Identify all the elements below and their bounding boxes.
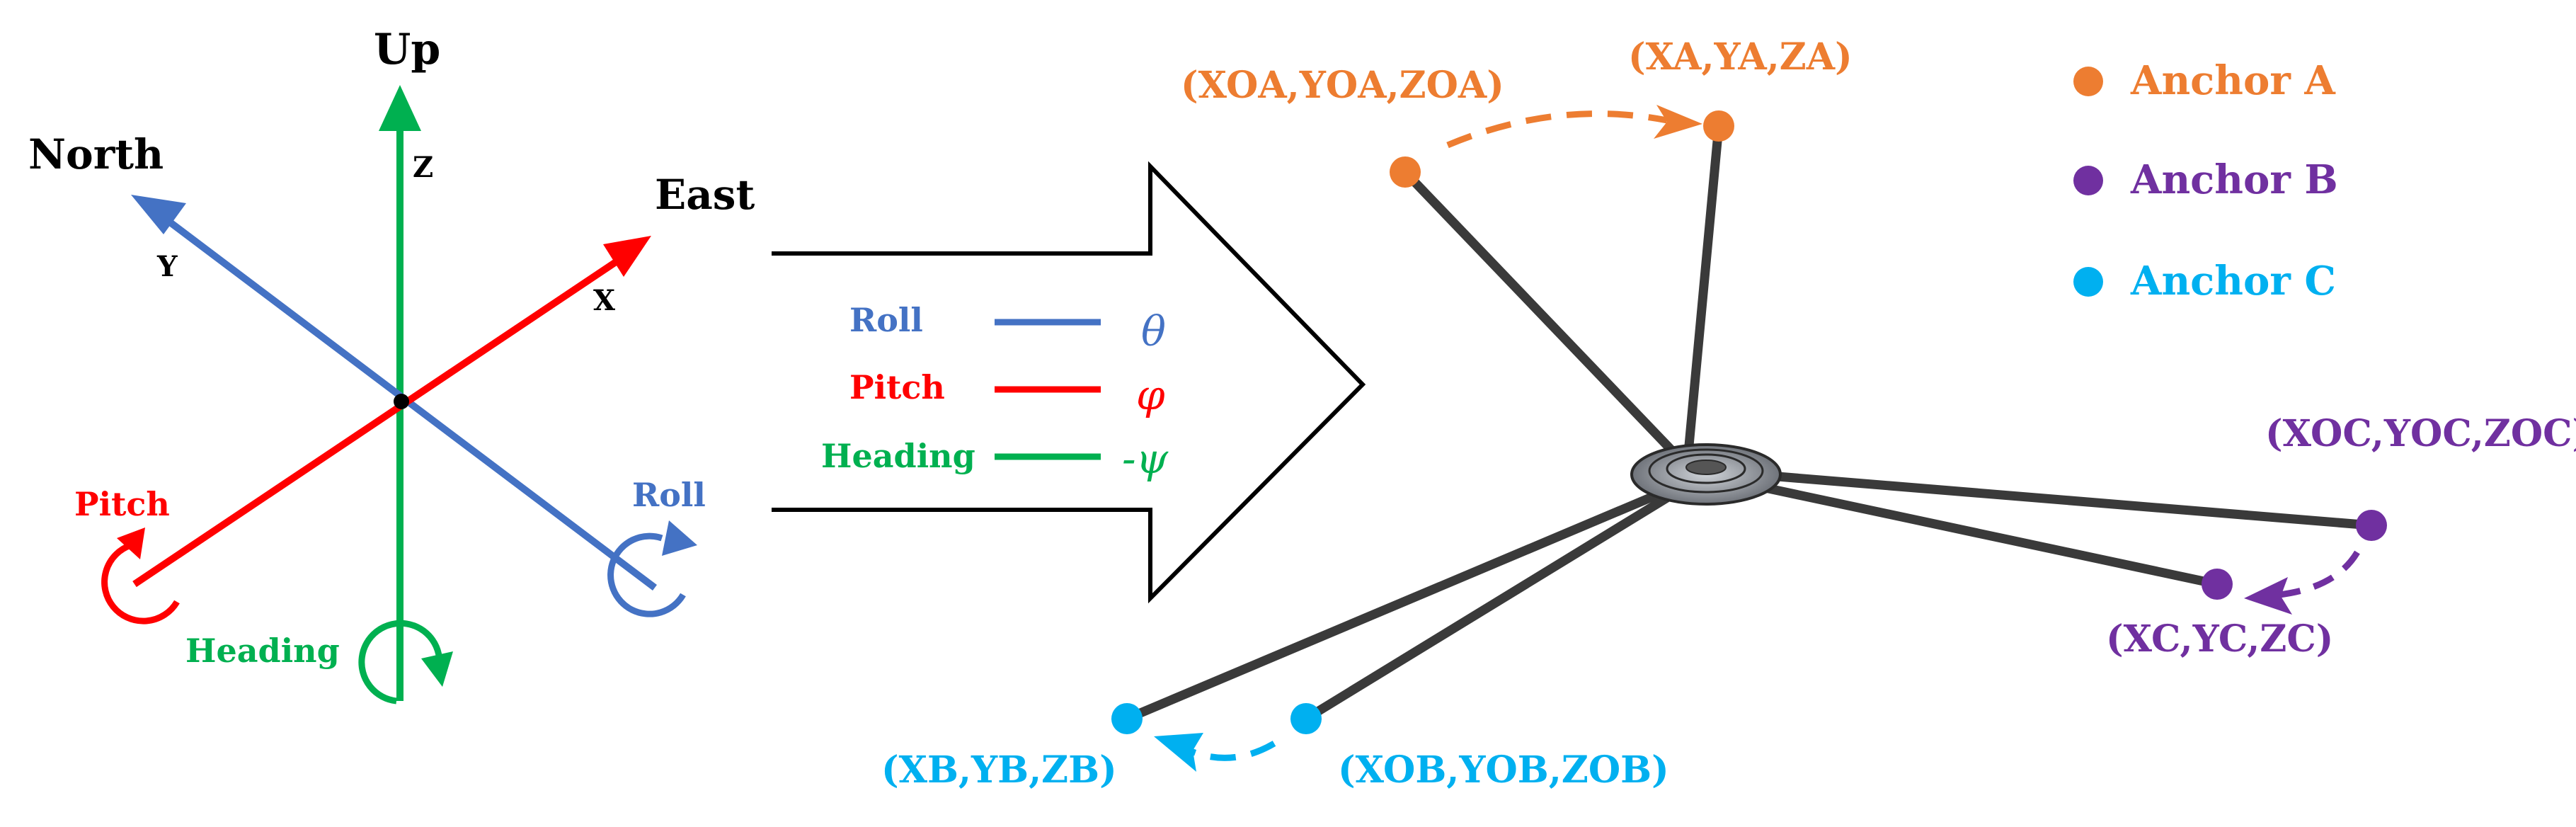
mapping-heading-symbol: -ψ	[1122, 435, 1169, 483]
east-axis-arrowhead	[603, 236, 651, 277]
anchor-a-movement-arrowhead	[1654, 105, 1702, 139]
anchor-a-origin-point	[1390, 156, 1421, 188]
mapping-roll-symbol: θ	[1141, 307, 1166, 355]
anchor-b-point	[1111, 703, 1143, 734]
roll-rotation-arrowhead	[662, 520, 697, 556]
east-label: East	[655, 171, 755, 219]
mapping-roll-label: Roll	[849, 301, 923, 339]
hub	[1630, 443, 1782, 506]
y-label: Y	[156, 250, 178, 283]
mapping-pitch-symbol: φ	[1136, 371, 1165, 419]
anchor-structure: (XOA,YOA,ZOA) (XA,YA,ZA) (XOB,YOB,ZOB) (…	[881, 35, 2576, 792]
roll-rotation-arc	[607, 532, 686, 617]
pitch-rotation-label: Pitch	[74, 485, 170, 523]
north-axis-arrowhead	[131, 195, 186, 234]
mapping-heading-label: Heading	[821, 437, 975, 475]
roll-rotation-label: Roll	[632, 476, 706, 514]
rod-c	[1747, 480, 2222, 589]
label-oa: (XOA,YOA,ZOA)	[1181, 64, 1504, 107]
anchor-a-legend-label: Anchor A	[2130, 57, 2336, 104]
label-ob: (XOB,YOB,ZOB)	[1338, 748, 1669, 792]
anchor-b-movement-arrowhead	[1154, 733, 1203, 772]
anchor-a-legend-marker	[2073, 67, 2103, 96]
heading-rotation-arc	[358, 620, 443, 705]
heading-rotation-arrowhead	[421, 651, 453, 687]
anchor-c-movement-arrow	[2279, 550, 2360, 598]
big-arrow-outline	[772, 161, 1366, 604]
label-b: (XB,YB,ZB)	[881, 748, 1117, 792]
pitch-rotation-arrowhead	[117, 527, 145, 559]
heading-rotation-label: Heading	[185, 632, 340, 670]
anchor-c-legend-marker	[2073, 267, 2103, 297]
origin-dot	[394, 394, 409, 409]
coordinate-frame: Up Z North Y East X Pitch Roll Heading	[28, 25, 755, 705]
pitch-rotation-arc	[101, 542, 180, 624]
transform-arrow	[772, 161, 1366, 604]
anchor-c-legend-label: Anchor C	[2130, 258, 2336, 304]
label-c: (XC,YC,ZC)	[2106, 617, 2333, 661]
z-label: Z	[413, 151, 433, 184]
north-label: North	[28, 130, 164, 178]
mapping-pitch-label: Pitch	[849, 368, 945, 406]
anchor-b-movement-arrow	[1188, 741, 1276, 761]
anchor-c-origin-point	[2356, 510, 2387, 541]
up-label: Up	[374, 25, 440, 74]
rod-a	[1683, 121, 1724, 458]
anchor-a-point	[1703, 110, 1734, 142]
anchor-b-legend-marker	[2073, 166, 2103, 195]
anchor-b-legend-label: Anchor B	[2130, 156, 2338, 203]
anchor-a-movement-arrow	[1446, 110, 1668, 149]
rod-b	[1122, 487, 1668, 724]
label-oc: (XOC,YOC,ZOC)	[2265, 412, 2576, 455]
anchor-b-origin-point	[1290, 703, 1322, 734]
x-label: X	[593, 284, 615, 317]
anchor-c-point	[2202, 569, 2233, 600]
east-axis-line	[132, 258, 618, 588]
rod-c-origin	[1747, 469, 2376, 530]
anchor-c-movement-arrowhead	[2244, 577, 2292, 615]
anchor-legend: Anchor A Anchor B Anchor C	[2073, 57, 2338, 304]
mapping-legend: Roll θ Pitch φ Heading -ψ	[821, 301, 1169, 483]
up-axis-arrowhead	[379, 85, 421, 131]
label-a: (XA,YA,ZA)	[1628, 35, 1853, 79]
rod-b-origin	[1301, 491, 1676, 724]
rod-a-origin	[1400, 167, 1686, 465]
